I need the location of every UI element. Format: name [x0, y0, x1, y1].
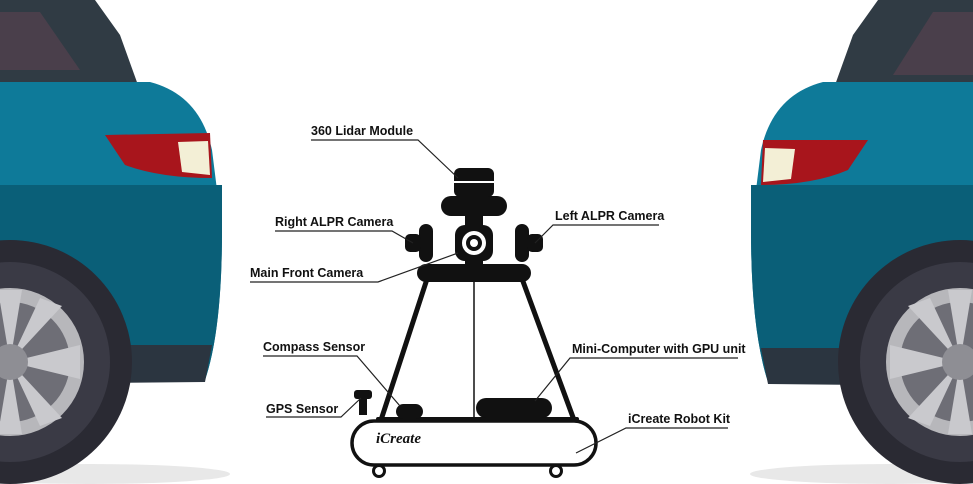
label-right-alpr-camera: Right ALPR Camera	[275, 215, 394, 229]
top-platform	[417, 264, 531, 282]
right-alpr-camera	[405, 224, 433, 262]
main-front-camera	[455, 225, 493, 261]
robot-frame	[376, 273, 579, 423]
robot: iCreate	[350, 168, 598, 478]
leader-lidar	[311, 139, 459, 179]
label-compass-sensor: Compass Sensor	[263, 340, 365, 354]
left-car-taillight-lens	[178, 141, 210, 175]
compass-sensor	[396, 404, 423, 419]
left-car-wheel	[0, 240, 132, 484]
right-car-window	[893, 12, 973, 75]
label-icreate-robot-kit: iCreate Robot Kit	[628, 412, 731, 426]
label-lidar-module: 360 Lidar Module	[311, 124, 413, 138]
right-car	[750, 0, 973, 484]
mini-computer	[476, 398, 552, 418]
icreate-base: iCreate	[350, 419, 598, 478]
left-car-window	[0, 12, 80, 70]
leader-right-alpr	[275, 230, 414, 244]
leader-icreate	[575, 427, 728, 454]
left-car	[0, 0, 230, 484]
leader-lines	[250, 139, 738, 454]
lidar-module	[454, 168, 494, 197]
leader-gps	[266, 397, 362, 418]
label-left-alpr-camera: Left ALPR Camera	[555, 209, 665, 223]
leader-main-front	[250, 252, 459, 283]
left-alpr-camera	[515, 224, 543, 262]
leader-mini-computer	[534, 357, 738, 402]
leader-compass	[263, 355, 401, 407]
icreate-brand-text: iCreate	[376, 431, 421, 447]
label-main-front-camera: Main Front Camera	[250, 266, 364, 280]
leader-left-alpr	[534, 224, 659, 244]
right-car-wheel	[838, 240, 973, 484]
lidar-mount	[441, 196, 507, 216]
label-gps-sensor: GPS Sensor	[266, 402, 338, 416]
right-car-taillight-lens	[763, 148, 795, 182]
label-mini-computer: Mini-Computer with GPU unit	[572, 342, 746, 356]
gps-sensor	[354, 390, 372, 415]
labels: 360 Lidar Module Right ALPR Camera Left …	[250, 124, 746, 426]
